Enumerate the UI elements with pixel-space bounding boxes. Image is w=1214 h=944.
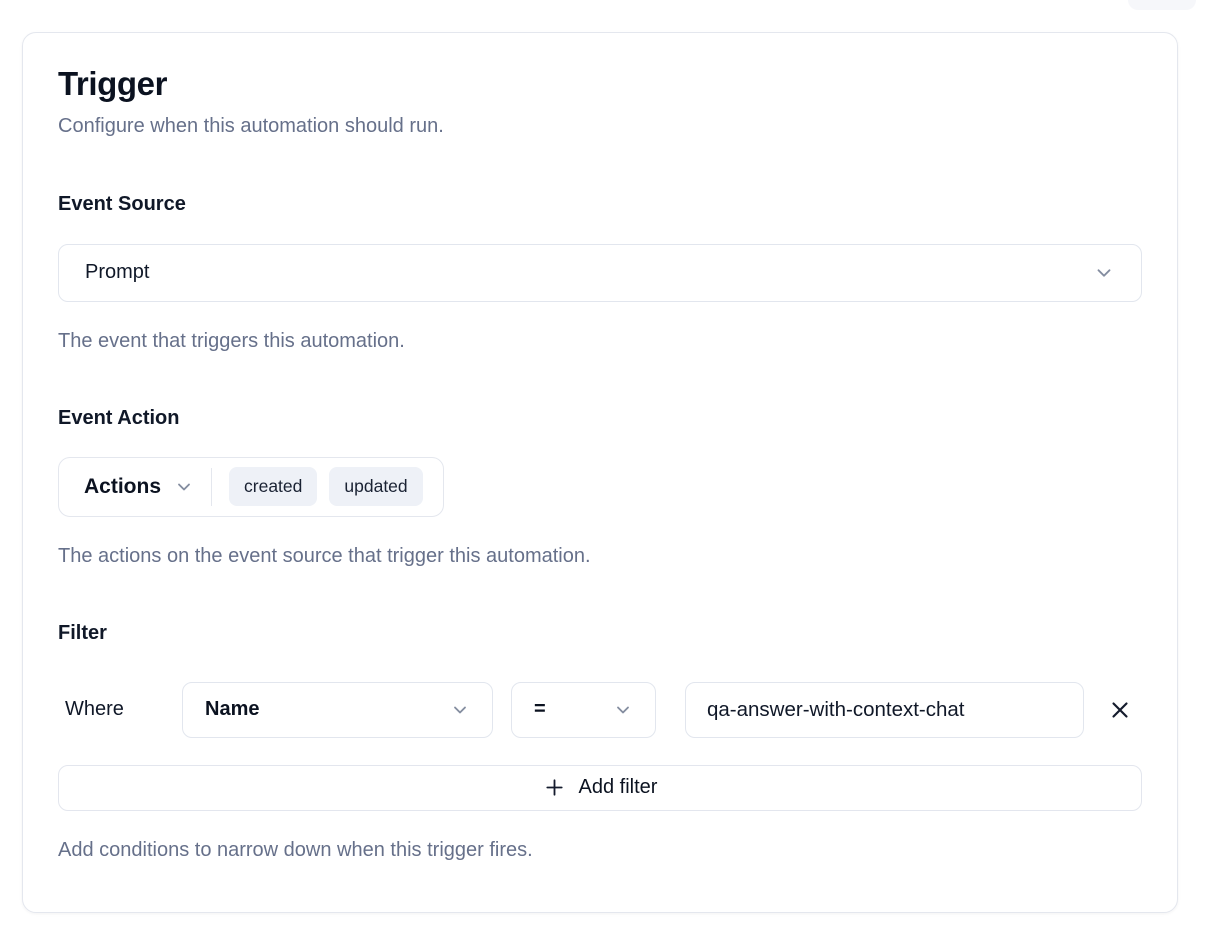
trigger-card: Trigger Configure when this automation s… xyxy=(22,32,1178,913)
chevron-down-icon xyxy=(613,700,633,720)
event-action-control: Actions created updated xyxy=(58,456,444,517)
page-title: Trigger xyxy=(58,65,168,102)
filter-label: Filter xyxy=(58,621,107,644)
selected-actions-list: created updated xyxy=(229,467,423,507)
chevron-down-icon xyxy=(174,477,194,497)
filter-row: Where Name = xyxy=(58,681,1142,738)
event-action-label: Event Action xyxy=(58,406,180,429)
event-source-select[interactable]: Prompt xyxy=(58,243,1142,302)
filter-field-value: Name xyxy=(205,698,260,721)
event-source-group: Event Source Prompt The event that trigg… xyxy=(58,193,1142,354)
remove-filter-button[interactable] xyxy=(1098,688,1142,732)
where-label: Where xyxy=(65,698,124,721)
divider xyxy=(211,467,213,506)
add-filter-label: Add filter xyxy=(578,776,658,799)
action-chip-created[interactable]: created xyxy=(229,467,318,507)
filter-helper: Add conditions to narrow down when this … xyxy=(58,838,533,861)
event-source-label: Event Source xyxy=(58,192,186,215)
event-action-select[interactable]: Actions xyxy=(84,475,194,499)
add-filter-button[interactable]: Add filter xyxy=(58,764,1142,811)
event-action-select-label: Actions xyxy=(84,474,162,498)
action-chip-updated[interactable]: updated xyxy=(329,467,423,507)
partially-visible-element xyxy=(1128,0,1196,10)
page-subtitle: Configure when this automation should ru… xyxy=(58,114,444,137)
filter-group: Filter Where Name = xyxy=(58,622,1142,863)
event-action-group: Event Action Actions created updated The… xyxy=(58,407,1142,569)
event-action-helper: The actions on the event source that tri… xyxy=(58,544,591,567)
filter-value-input[interactable] xyxy=(685,681,1084,738)
chevron-down-icon xyxy=(450,700,470,720)
filter-operator-select[interactable]: = xyxy=(511,681,656,738)
filter-operator-value: = xyxy=(534,698,546,721)
event-source-value: Prompt xyxy=(85,261,150,284)
plus-icon xyxy=(543,776,566,799)
close-icon xyxy=(1107,697,1133,723)
event-source-helper: The event that triggers this automation. xyxy=(58,329,405,352)
filter-field-select[interactable]: Name xyxy=(182,681,493,738)
chevron-down-icon xyxy=(1093,262,1115,284)
